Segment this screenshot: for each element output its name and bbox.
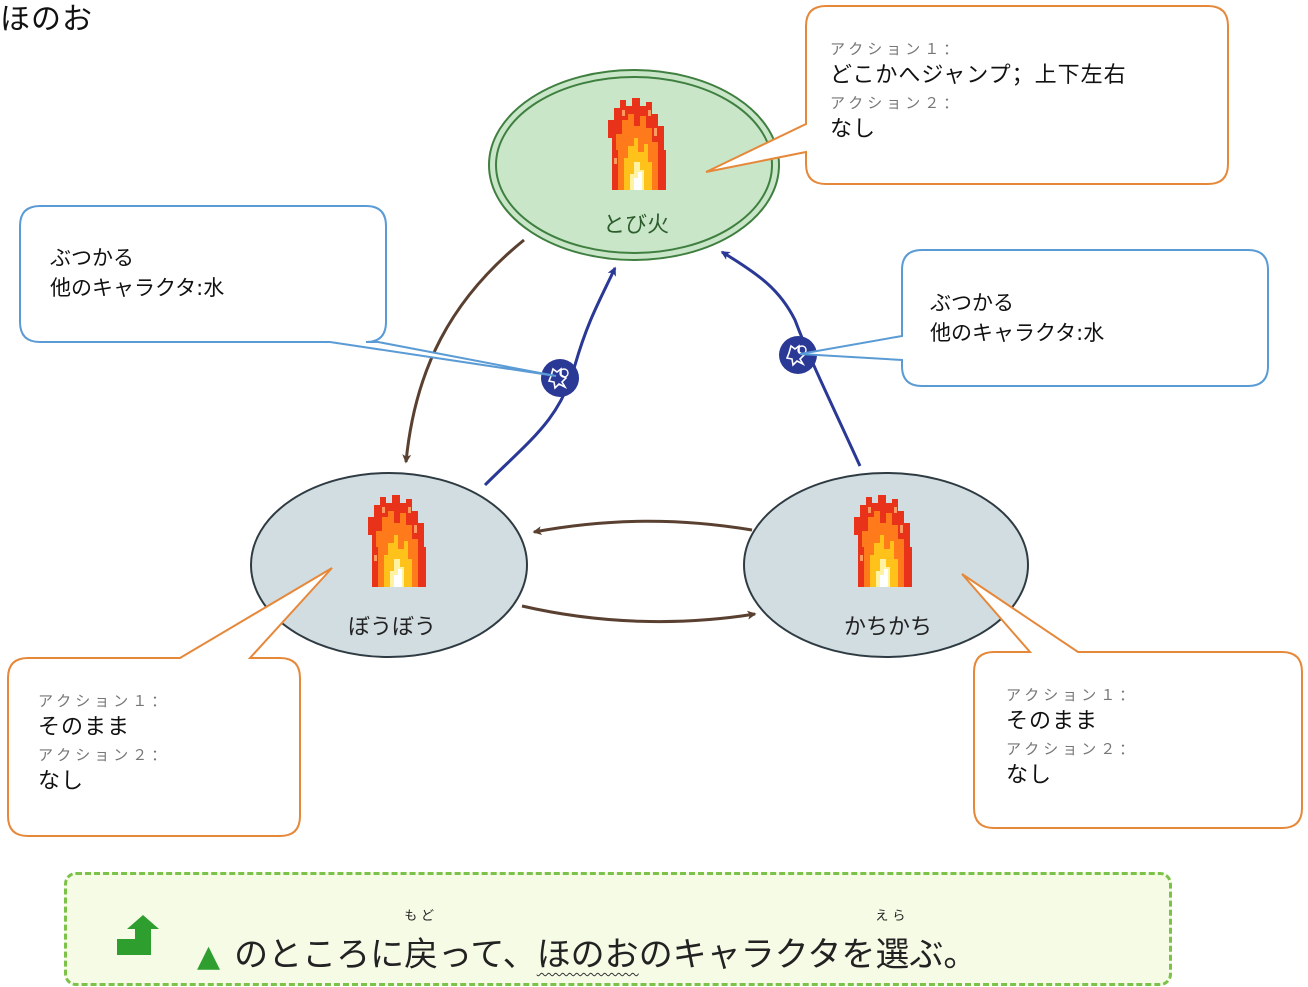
collision-event-line: ぶつかる [50, 246, 134, 270]
action2-value: なし [38, 769, 85, 794]
callout-left-collision-text: ぶつかる 他のキャラクタ:水 [50, 243, 224, 303]
state-label-kachikachi: かちかち [844, 615, 932, 640]
callout-kachikachi-actions [961, 573, 1303, 829]
callout-boubou-actions [7, 567, 333, 837]
instruction-part: のキャラクタを [638, 935, 876, 975]
callout-left-collision [19, 205, 557, 377]
action2-heading: アクション２： [38, 746, 171, 764]
return-arrow-icon[interactable] [117, 915, 161, 955]
action1-heading: アクション１： [1006, 686, 1139, 704]
collision-event-line: ぶつかる [930, 291, 1014, 315]
collision-event-icon [540, 358, 580, 398]
keyword-honoo: ほのお [536, 935, 639, 975]
triangle-marker: ▲ [197, 939, 221, 974]
collision-target-line: 他のキャラクタ:水 [930, 321, 1105, 345]
ruby-reading: えら [875, 909, 910, 924]
action2-heading: アクション２： [1006, 740, 1139, 758]
instruction-part: って、 [438, 935, 537, 975]
state-label-tobihi: とび火 [603, 213, 669, 238]
state-boubou[interactable] [250, 472, 528, 658]
action1-value: どこかへジャンプ；上下左右 [830, 63, 1127, 88]
instruction-box: ▲のところにもど戻って、ほのおのキャラクタをえら選ぶ。 [64, 872, 1172, 986]
edge-kachikachi-to-boubou [532, 519, 753, 536]
callout-kachikachi-text: アクション１： そのまま アクション２： なし [1006, 684, 1138, 792]
ruby-word-erabu: えら選 [875, 909, 910, 976]
callout-right-collision [799, 249, 1269, 387]
edge-boubou-to-tobihi [483, 266, 617, 487]
page-title: ほのお [0, 2, 93, 37]
callout-right-collision-text: ぶつかる 他のキャラクタ:水 [930, 288, 1104, 348]
callout-boubou-text: アクション１： そのまま アクション２： なし [38, 690, 170, 798]
state-kachikachi[interactable] [743, 472, 1029, 658]
callout-tobihi-actions [705, 5, 1229, 185]
instruction-part: ぶ。 [909, 935, 978, 975]
action1-value: そのまま [38, 715, 131, 740]
edge-kachikachi-to-tobihi [720, 250, 862, 467]
instruction-part: のところに [234, 935, 405, 975]
action2-value: なし [1006, 763, 1053, 788]
edge-tobihi-to-boubou [402, 238, 525, 464]
collision-target-line: 他のキャラクタ:水 [50, 276, 225, 300]
ruby-word-modoru: もど戻 [404, 909, 439, 976]
instruction-text: ▲のところにもど戻って、ほのおのキャラクタをえら選ぶ。 [197, 909, 978, 976]
edge-boubou-to-kachikachi [521, 604, 757, 624]
ruby-reading: もど [404, 909, 438, 924]
ruby-base: 選 [875, 935, 910, 975]
action1-value: そのまま [1006, 709, 1099, 734]
action2-heading: アクション２： [830, 94, 963, 112]
action2-value: なし [830, 117, 877, 142]
action1-heading: アクション１： [830, 40, 963, 58]
state-tobihi[interactable] [488, 69, 780, 261]
callout-tobihi-text: アクション１： どこかへジャンプ；上下左右 アクション２： なし [830, 38, 1127, 146]
ruby-base: 戻 [404, 935, 439, 975]
action1-heading: アクション１： [38, 692, 171, 710]
state-label-boubou: ぼうぼう [348, 615, 436, 640]
